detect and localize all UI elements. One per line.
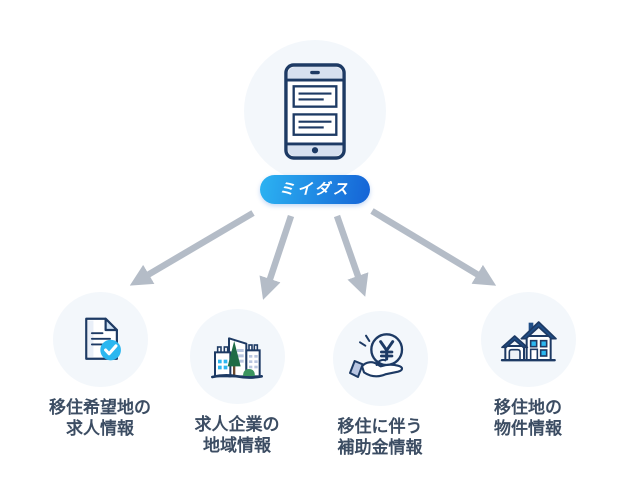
feature-region: 求人企業の 地域情報 [162, 309, 312, 456]
feature-subsidy-circle [332, 311, 428, 406]
feature-region-label: 求人企業の 地域情報 [194, 415, 280, 455]
arrow-to-property [370, 208, 497, 286]
arrow-to-region [259, 214, 295, 300]
house-icon [500, 320, 557, 361]
document-check-icon [85, 317, 121, 360]
feature-jobs: 移住希望地の 求人情報 [25, 292, 175, 439]
feature-subsidy: 移住に伴う 補助金情報 [305, 311, 455, 458]
smartphone-icon [284, 62, 346, 160]
feature-property-label: 移住地の 物件情報 [494, 398, 562, 438]
yen-coin-hand-icon [349, 332, 404, 378]
smartphone-circle [244, 40, 386, 182]
arrow-to-jobs [129, 210, 255, 286]
arrow-to-subsidy [333, 214, 369, 297]
city-buildings-icon [211, 336, 263, 379]
feature-region-circle [189, 309, 285, 404]
feature-subsidy-label: 移住に伴う 補助金情報 [337, 417, 423, 457]
feature-property: 移住地の 物件情報 [453, 292, 603, 439]
feature-jobs-circle [52, 292, 148, 387]
feature-jobs-label: 移住希望地の 求人情報 [49, 398, 151, 438]
miidas-badge: ミイダス [260, 175, 370, 204]
feature-property-circle [480, 292, 576, 387]
